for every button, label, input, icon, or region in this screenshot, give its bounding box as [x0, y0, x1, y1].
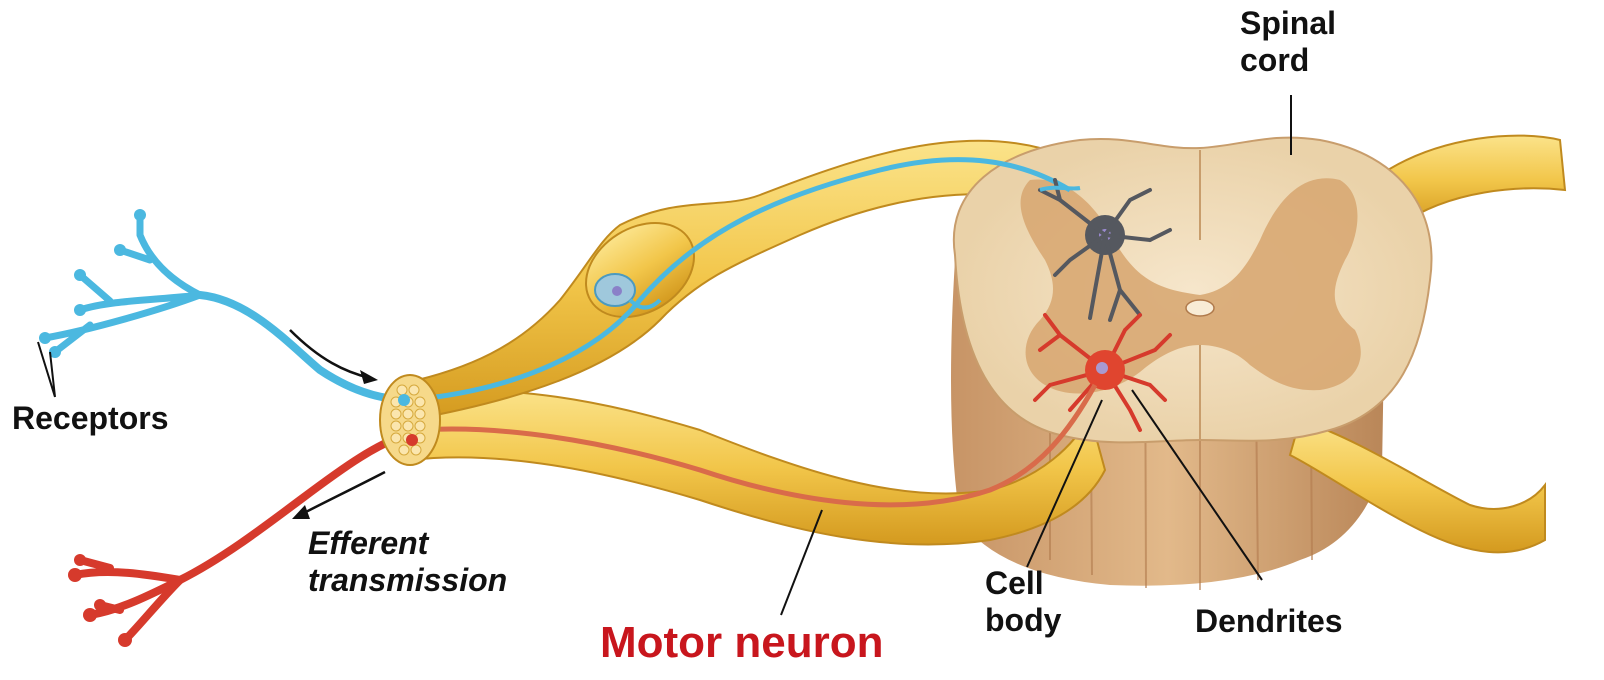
label-receptors: Receptors: [12, 400, 169, 437]
nerve-cut-end: [380, 375, 440, 465]
label-cell-body-line2: body: [985, 602, 1061, 639]
label-motor-neuron: Motor neuron: [600, 618, 884, 669]
label-efferent-line1: Efferent: [308, 525, 507, 562]
label-cell-body: Cell body: [985, 565, 1061, 639]
label-spinal-cord-line1: Spinal: [1240, 5, 1336, 42]
label-efferent-line2: transmission: [308, 562, 507, 599]
label-spinal-cord: Spinal cord: [1240, 5, 1336, 79]
label-efferent-transmission: Efferent transmission: [308, 525, 507, 599]
spinal-cord-cross-section: [954, 138, 1432, 443]
label-cell-body-line1: Cell: [985, 565, 1061, 602]
label-spinal-cord-line2: cord: [1240, 42, 1336, 79]
label-dendrites: Dendrites: [1195, 603, 1343, 640]
dorsal-root: [395, 141, 1040, 420]
